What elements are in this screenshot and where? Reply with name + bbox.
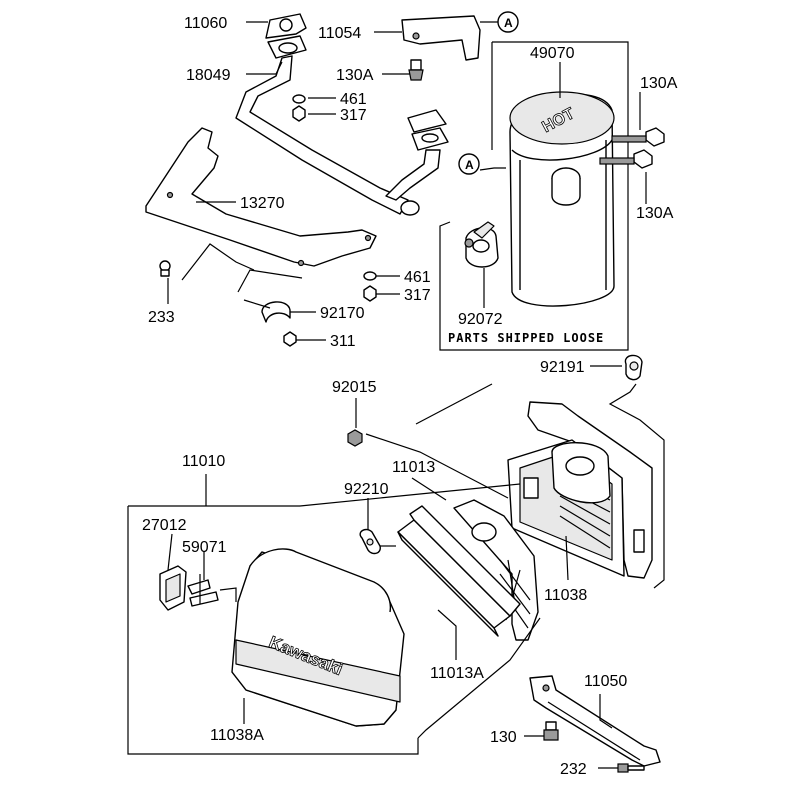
clamp-92072 (464, 221, 499, 268)
nut-92015 (347, 429, 363, 447)
nut-317-mid (363, 285, 377, 302)
label-11038A: 11038A (210, 727, 264, 744)
nut-461-mid (363, 271, 377, 281)
label-92072: 92072 (458, 311, 503, 328)
label-130A-right-upper: 130A (640, 75, 678, 92)
label-317-mid: 317 (404, 287, 431, 304)
air-cleaner-cover-11038A: Kawasaki (231, 548, 405, 727)
pre-cleaner-11013A (397, 505, 521, 637)
label-311: 311 (330, 333, 356, 350)
note-parts-shipped-loose: PARTS SHIPPED LOOSE (448, 331, 604, 345)
air-cleaner-group-frame (127, 505, 419, 755)
clip-92210 (359, 528, 381, 555)
svg-text:A: A (504, 16, 513, 30)
nut-461-top (292, 94, 306, 104)
label-233: 233 (148, 309, 175, 326)
label-27012: 27012 (142, 517, 187, 534)
nut-317-top (292, 105, 306, 122)
callout-ref-muffler: A (458, 153, 480, 175)
label-18049: 18049 (186, 67, 231, 84)
bracket-11054 (401, 15, 481, 61)
bolt-130 (543, 721, 559, 741)
muffler-group-frame (439, 41, 629, 351)
label-13270: 13270 (240, 195, 285, 212)
gasket-11060 (265, 13, 307, 39)
label-49070: 49070 (530, 45, 575, 62)
label-317-top: 317 (340, 107, 367, 124)
label-11038: 11038 (544, 587, 587, 604)
label-130A-top: 130A (336, 67, 374, 84)
label-11013: 11013 (392, 459, 435, 476)
bolt-130A-right-lower (599, 149, 653, 169)
callout-ref-top: A (497, 11, 519, 33)
nut-311 (283, 331, 297, 347)
leader-lines (167, 21, 665, 769)
label-461-mid: 461 (404, 269, 431, 286)
label-92170: 92170 (320, 305, 365, 322)
exhaust-pipe-18049 (235, 35, 449, 216)
label-11060: 11060 (184, 15, 227, 32)
air-cleaner-base-11038 (507, 401, 653, 579)
muffler-49070: HOT (509, 91, 615, 307)
label-11050: 11050 (584, 673, 627, 690)
part-labels: 11060 11054 18049 130A 461 317 49070 130… (142, 15, 678, 778)
label-92191: 92191 (540, 359, 585, 376)
bolt-233 (159, 260, 171, 277)
spring-59071 (187, 574, 219, 607)
label-11013A: 11013A (430, 665, 484, 682)
label-59071: 59071 (182, 539, 227, 556)
bolt-130A-right-upper (611, 127, 665, 147)
bolt-130A-top (408, 59, 424, 81)
label-461-top: 461 (340, 91, 367, 108)
label-11010: 11010 (182, 453, 225, 470)
clip-92191 (624, 354, 643, 381)
svg-text:A: A (465, 158, 474, 172)
label-232: 232 (560, 761, 587, 778)
heat-shield-13270 (145, 127, 377, 267)
label-130: 130 (490, 729, 517, 746)
label-130A-right-lower: 130A (636, 205, 674, 222)
bolt-232 (617, 763, 645, 773)
latch-27012 (159, 565, 187, 611)
label-11054: 11054 (318, 25, 361, 42)
bracket-11050 (529, 675, 661, 767)
label-92015: 92015 (332, 379, 377, 396)
clamp-92170 (261, 301, 291, 323)
label-92210: 92210 (344, 481, 389, 498)
